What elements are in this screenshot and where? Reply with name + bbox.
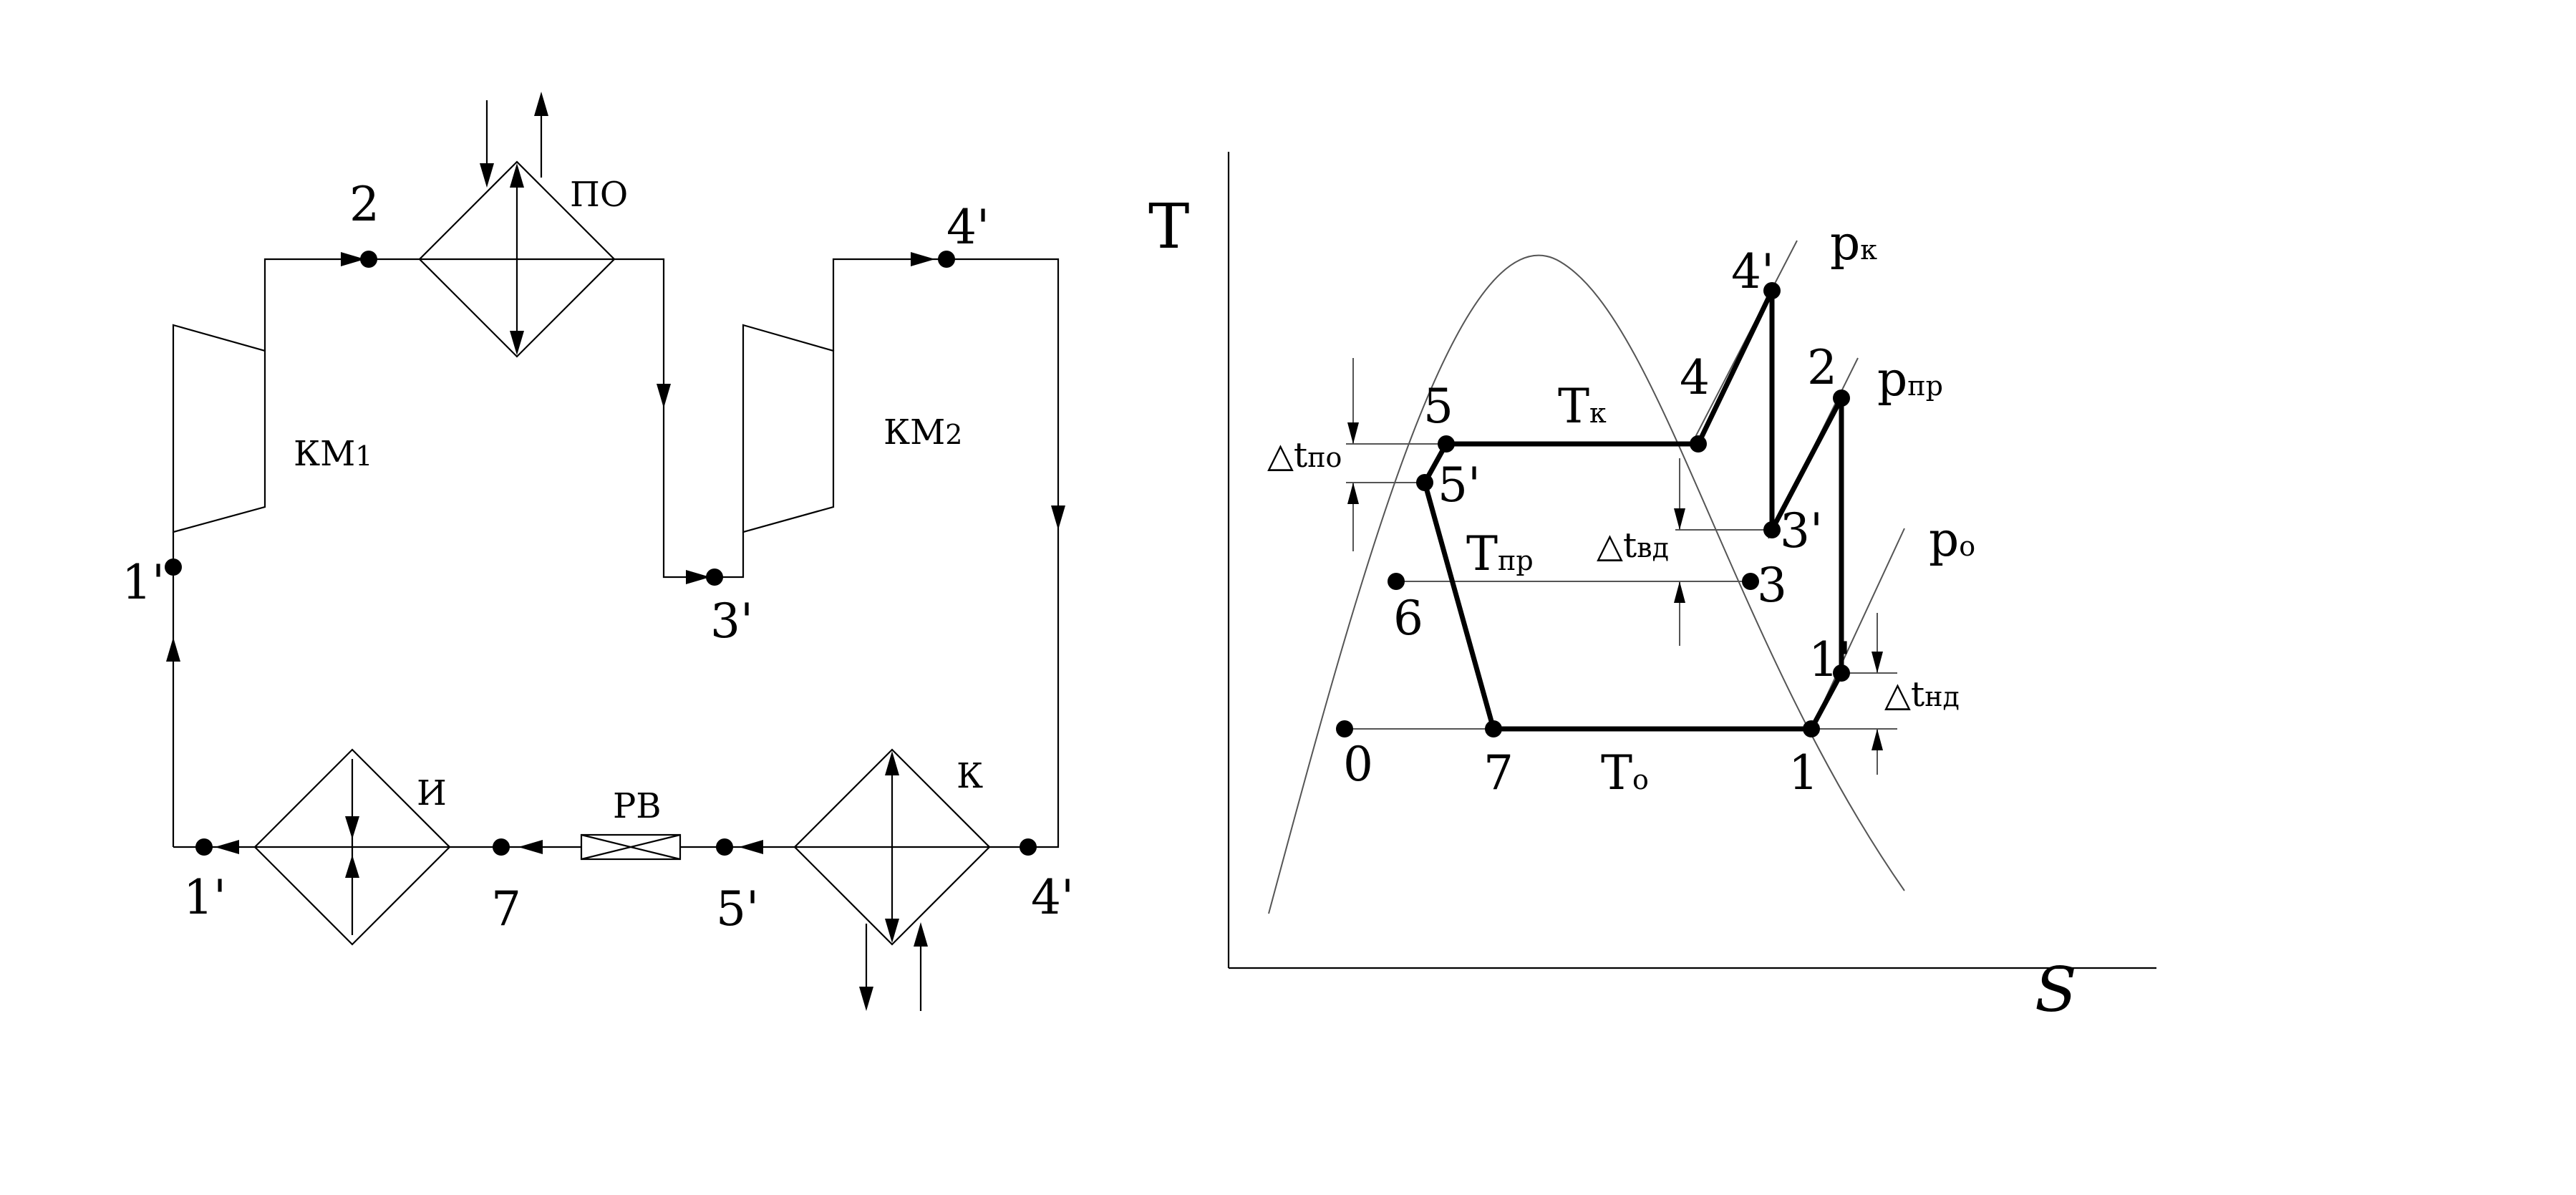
label-4prime-top: 4' (946, 200, 989, 255)
compressor-km2 (742, 324, 835, 533)
ts-label-5: 5 (1423, 379, 1453, 434)
axis-s-label: S (2035, 954, 2077, 1026)
point-2-dot (360, 251, 377, 268)
ts-label-6: 6 (1393, 591, 1423, 646)
label-condenser: К (957, 756, 983, 796)
ts-point-4prime-dot (1763, 282, 1781, 299)
label-dtpo: △tпо (1267, 435, 1342, 475)
dimension-dtnd (1872, 613, 1883, 775)
ts-point-1prime-dot (1833, 664, 1850, 682)
ts-label-1: 1 (1788, 745, 1819, 800)
ts-point-1-dot (1803, 720, 1820, 737)
flow-arrow-down-2 (1051, 505, 1065, 530)
compressor-km1 (172, 324, 266, 533)
label-dtvd: △tвд (1597, 526, 1669, 566)
ts-label-5prime: 5' (1438, 458, 1481, 513)
expansion-valve-rv (580, 833, 682, 861)
label-po: ПО (570, 175, 628, 215)
ts-label-4: 4 (1680, 350, 1710, 405)
point-1prime-left-dot (165, 558, 182, 576)
point-4prime-bottom-dot (1020, 838, 1037, 856)
axis-t-label: T (1148, 191, 1189, 263)
ts-point-6-dot (1388, 573, 1405, 590)
ts-label-3prime: 3' (1780, 503, 1823, 558)
evaporator-i (253, 748, 451, 946)
label-7: 7 (491, 881, 521, 937)
label-ppr: рпр (1877, 352, 1943, 407)
pipe-km2-to-condenser (832, 258, 1060, 848)
label-dtnd: △tнд (1884, 674, 1960, 715)
point-5prime-dot (716, 838, 733, 856)
cycle-path (1422, 288, 1844, 732)
saturation-dome (1268, 254, 1905, 914)
intercooler-po (418, 92, 616, 358)
ts-point-2-dot (1833, 390, 1850, 407)
refrigeration-scheme: 2 ПО 4' КМ1 КМ2 1' 3' И К РВ 1' 7 5' 4' (122, 92, 1074, 1011)
ts-point-4-dot (1690, 435, 1707, 453)
label-3prime: 3' (710, 594, 753, 649)
dimension-dtvd (1674, 458, 1685, 646)
label-5prime: 5' (716, 881, 759, 937)
label-po-isobar: ро (1929, 512, 1975, 567)
ts-point-7-dot (1485, 720, 1502, 737)
flow-arrow-left-2 (518, 840, 543, 854)
condenser-k (793, 748, 991, 1011)
point-3prime-dot (706, 569, 723, 586)
label-to: То (1601, 745, 1649, 800)
label-tpr: Тпр (1466, 526, 1534, 581)
point-4prime-top-dot (938, 251, 955, 268)
pipe-po-to-km2 (614, 258, 745, 579)
label-pk: рк (1830, 216, 1877, 271)
ts-point-3-dot (1742, 573, 1759, 590)
ts-label-7: 7 (1483, 745, 1514, 800)
flow-arrow-down (657, 384, 671, 408)
label-2: 2 (349, 177, 379, 232)
ts-label-1prime: 1' (1808, 632, 1851, 687)
ts-point-3prime-dot (1763, 521, 1781, 538)
point-7-dot (493, 838, 510, 856)
ts-label-0: 0 (1343, 737, 1373, 792)
flow-arrow-up (166, 637, 180, 662)
label-km1: КМ1 (294, 434, 372, 474)
ts-point-5-dot (1438, 435, 1455, 453)
ts-point-0-dot (1336, 720, 1353, 737)
dimension-dtpo (1347, 358, 1359, 551)
label-rv: РВ (613, 786, 662, 826)
ts-label-2: 2 (1807, 340, 1837, 395)
ts-diagram: T S 0 7 1 1' 2 3 (1148, 152, 2156, 1026)
ts-label-3: 3 (1757, 558, 1787, 613)
label-4prime-bottom: 4' (1031, 870, 1074, 925)
flow-arrow-right (341, 252, 365, 266)
flow-arrow-left (739, 840, 763, 854)
ts-label-4prime: 4' (1731, 244, 1774, 299)
label-tk: Тк (1558, 379, 1607, 434)
label-1prime-bottom: 1' (183, 870, 226, 925)
flow-arrow-right-2 (686, 570, 710, 584)
label-1prime-left: 1' (122, 555, 165, 610)
ts-point-5prime-dot (1416, 474, 1433, 491)
label-evaporator: И (417, 773, 447, 813)
flow-arrow-left-3 (215, 840, 239, 854)
point-1prime-bottom-dot (195, 838, 213, 856)
flow-arrow-right-3 (911, 252, 935, 266)
pipe-km1-to-po (263, 258, 420, 351)
label-km2: КМ2 (883, 412, 962, 453)
